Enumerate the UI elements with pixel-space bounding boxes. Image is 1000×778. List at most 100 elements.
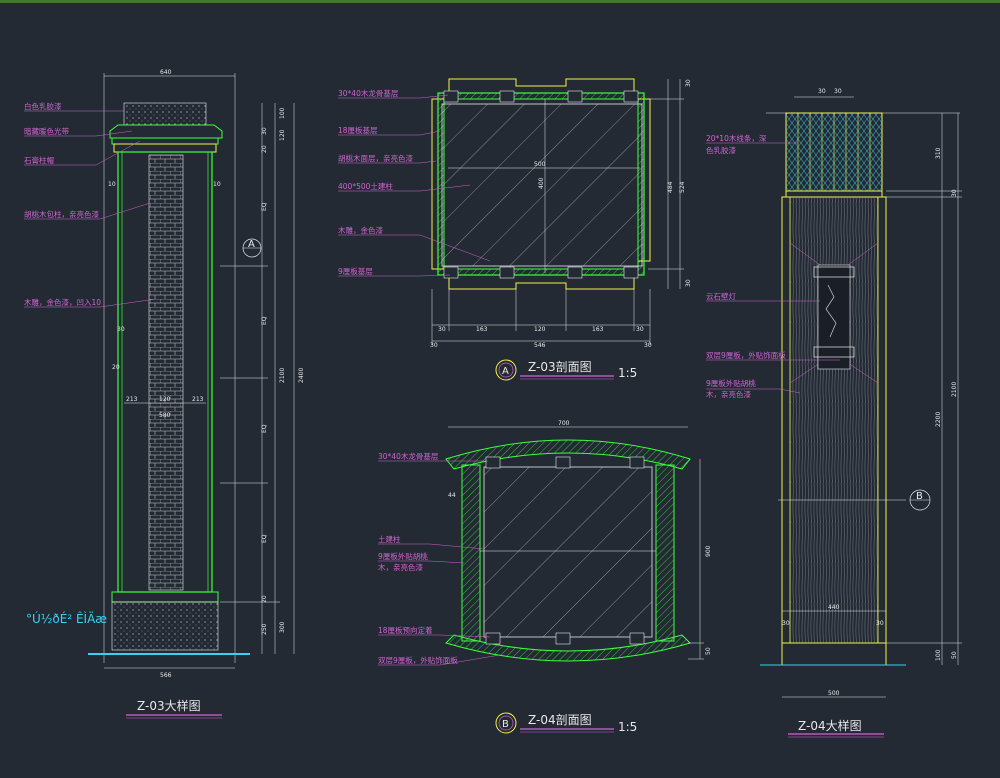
section-b-label-1: 30*40木龙骨基层 — [378, 451, 439, 461]
section-a-dim-30-bottom: 30 — [685, 279, 692, 287]
z03-garbled-label: °Ú½ðÉ² ÊÌÄæ — [26, 611, 107, 626]
z04-elevation: 30 30 B 440 30 30 500 — [706, 88, 962, 738]
section-b-dim-50: 50 — [705, 647, 712, 655]
z04-lamp-cap-top — [813, 266, 855, 278]
z04-leaders — [706, 142, 840, 394]
z04-dim-30-right: 30 — [876, 620, 884, 627]
section-a-dim-30-top: 30 — [685, 79, 692, 87]
z03-dim-10-left: 10 — [108, 181, 116, 188]
z03-dim-10-right: 10 — [213, 181, 221, 188]
z04-label-3: 云石壁灯 — [706, 291, 736, 301]
section-b-title: Z-04剖面图 — [528, 713, 592, 727]
z03-capital — [113, 143, 217, 153]
section-a-dim2-30a: 30 — [430, 342, 438, 349]
section-b-left-wall — [461, 464, 481, 642]
section-b-bottom-curve — [445, 634, 691, 662]
section-b-label-2: 土建柱 — [378, 534, 401, 544]
z03-dim-30: 30 — [117, 326, 125, 333]
z04-dim-50: 50 — [951, 651, 958, 659]
z04-slat-dividers — [797, 113, 871, 191]
z04-top-band — [785, 190, 883, 198]
section-a-dim-400: 400 — [538, 177, 545, 189]
z04-dim-500: 500 — [828, 690, 840, 697]
z03-dim-2100: 2100 — [279, 368, 286, 383]
z03-dim-213b: 213 — [192, 396, 204, 403]
section-a-label-1: 30*40木龙骨基层 — [338, 88, 399, 98]
z03-dim-20: 20 — [112, 364, 120, 371]
section-a-bottom-dims — [431, 289, 651, 345]
z03-dim-213a: 213 — [126, 396, 138, 403]
section-b-leaders — [378, 460, 501, 666]
z04-dim-310: 310 — [935, 147, 942, 159]
z03-dim-eq-2: EQ — [261, 316, 268, 325]
section-a-dim-500: 500 — [534, 161, 546, 168]
section-a-dim-30a: 30 — [438, 326, 446, 333]
section-a-dim-163a: 163 — [476, 326, 488, 333]
z04-dim-440: 440 — [828, 604, 840, 611]
z03-dim-120: 120 — [159, 396, 171, 403]
z03-crown-molding — [109, 124, 223, 139]
section-a-bubble-letter: A — [502, 366, 509, 377]
z04-dim-30-right-v: 30 — [951, 189, 958, 197]
section-a-dim-484: 484 — [667, 181, 674, 193]
section-b-dim-700: 700 — [558, 420, 570, 427]
section-a-dim-163b: 163 — [592, 326, 604, 333]
section-a-bubble-inner — [498, 362, 514, 378]
z03-label-3: 石膏柱帽 — [24, 155, 54, 165]
z03-dim-120-right: 120 — [279, 129, 286, 141]
z03-label-5: 木雕，金色漆，凹入10 — [24, 297, 101, 307]
z03-dim-30-right: 30 — [261, 127, 268, 135]
z03-label-1: 白色乳胶漆 — [24, 101, 62, 111]
section-a-dim-120: 120 — [534, 326, 546, 333]
section-a-label-3: 胡桃木面层，亲亮色漆 — [338, 153, 413, 163]
section-a-dim-524: 524 — [679, 181, 686, 193]
z04-label-6: 木，亲亮色漆 — [706, 389, 751, 399]
section-b-bubble-inner — [498, 715, 514, 731]
section-b-dim-44: 44 — [448, 492, 456, 499]
section-b-right-dims — [688, 459, 704, 660]
z03-dim-eq-1: EQ — [261, 202, 268, 211]
z03-dim-eq-4: EQ — [261, 534, 268, 543]
section-a-label-6: 9厘板基层 — [338, 266, 373, 276]
section-a-title: Z-03剖面图 — [528, 360, 592, 374]
z03-light-strip — [111, 137, 219, 145]
section-a-dim2-30b: 30 — [644, 342, 652, 349]
z03-dim-eq-3: EQ — [261, 424, 268, 433]
section-a-label-2: 18厘板基层 — [338, 125, 378, 135]
z04-dim-100: 100 — [935, 649, 942, 661]
z03-carving-panel — [148, 154, 184, 591]
section-b-label-4: 木，亲亮色漆 — [378, 562, 423, 572]
z03-elevation: 640 566 213 120 213 580 10 10 30 20 — [24, 69, 305, 719]
section-b-dim-900: 900 — [705, 545, 712, 557]
z03-stone-base — [111, 601, 219, 651]
section-b-right-wall — [655, 464, 675, 642]
z04-wall-lamp — [817, 264, 851, 370]
section-b-scale: 1:5 — [618, 720, 637, 734]
z04-lamp-leaders — [789, 242, 879, 384]
z03-title: Z-03大样图 — [137, 698, 201, 713]
section-b-label-6: 双层9厘板，外贴饰面板 — [378, 655, 458, 665]
z04-section-bubble-letter: B — [916, 491, 923, 502]
z03-section-bubble-letter: A — [248, 239, 255, 250]
section-a-label-5: 木雕，金色漆 — [338, 225, 383, 235]
z03-top-block — [123, 102, 207, 126]
section-b-top-curve — [445, 439, 691, 470]
section-b-concrete-column — [483, 466, 653, 638]
z04-label-4: 双层9厘板，外贴饰面板 — [706, 350, 786, 360]
z03-label-2: 暗藏暖色光带 — [24, 126, 69, 136]
section-a-concrete-column — [441, 103, 643, 267]
section-b: 700 900 50 44 30*40木龙骨基层 土建柱 9厘板外贴胡桃 木，亲… — [378, 420, 712, 734]
z04-right-dims — [886, 113, 962, 665]
section-a-leaders — [338, 94, 491, 277]
z04-dim-2100: 2100 — [951, 382, 958, 397]
z04-base — [781, 642, 887, 666]
z03-dim-580: 580 — [159, 412, 171, 419]
section-a-scale: 1:5 — [618, 366, 637, 380]
z03-dim-566: 566 — [160, 672, 172, 679]
z03-right-dims — [220, 103, 295, 654]
z04-dim-30-left: 30 — [782, 620, 790, 627]
z03-dim-250: 250 — [261, 623, 268, 635]
z04-lamp-marble-vein — [825, 284, 837, 338]
z03-label-4: 胡桃木包柱，亲亮色漆 — [24, 209, 99, 219]
